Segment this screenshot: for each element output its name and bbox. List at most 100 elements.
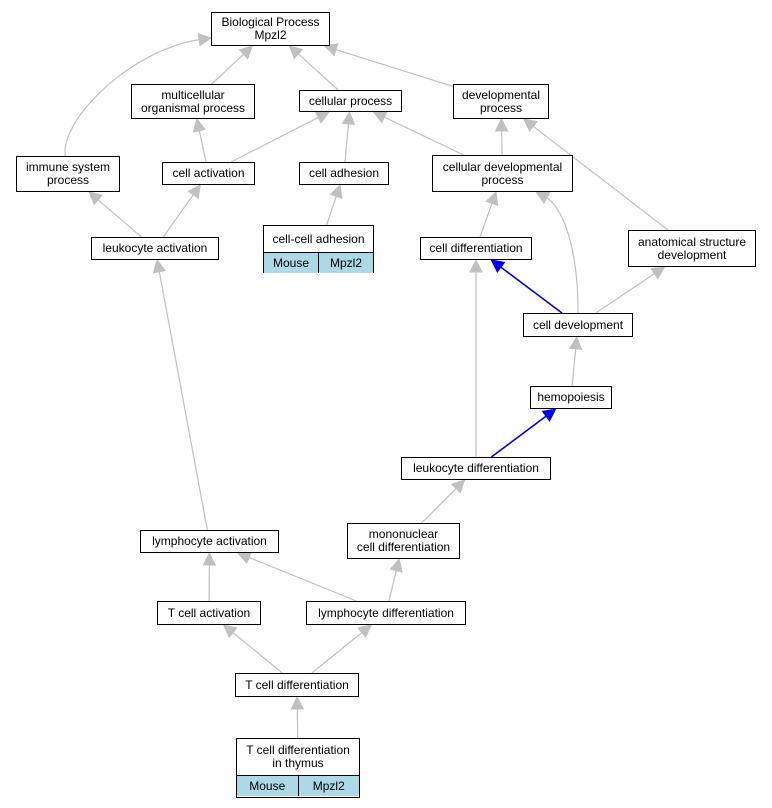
edge-immune-to-bp <box>64 38 201 157</box>
arrowhead-hemopoiesis-to-cell_development <box>568 335 583 351</box>
arrowhead-cell_differentiation-to-cellular_dev <box>485 190 499 207</box>
node-cell-development[interactable]: cell development <box>523 313 633 337</box>
arrowhead-t_activation-to-lymphocyte_activation <box>202 551 217 566</box>
gene-cell[interactable]: Mpzl2 <box>297 776 360 796</box>
edge-cellular_dev-to-developmental <box>500 129 503 156</box>
arrowhead-cell_cell_adhesion-to-cell_adhesion <box>329 183 343 200</box>
node-label: leukocyte activation <box>102 241 208 255</box>
node-cell-cell-adhesion[interactable]: cell-cell adhesion Mouse Mpzl2 <box>263 225 374 273</box>
node-leukocyte-activation[interactable]: leukocyte activation <box>91 237 219 260</box>
node-label: cell activation <box>172 166 245 180</box>
arrowhead-t_diff-to-lymphocyte_diff <box>357 624 373 639</box>
edge-cell_activation-to-cellular_process <box>230 116 320 163</box>
arrowhead-t_diff-to-t_activation <box>222 624 238 639</box>
annotation-row: Mouse Mpzl2 <box>237 776 359 796</box>
arrowhead-cell_adhesion-to-cellular_process <box>341 110 356 126</box>
node-label: cell development <box>532 317 624 332</box>
arrowhead-developmental-to-bp <box>323 43 339 57</box>
arrowhead-t_diff_thymus-to-t_diff <box>290 695 305 710</box>
arrowhead-multicellular-to-bp <box>238 45 254 60</box>
arrowhead-cell_development-to-anatomical <box>650 266 666 280</box>
arrowhead-leukocyte_diff-to-hemopoiesis <box>541 408 557 422</box>
node-hemopoiesis[interactable]: hemopoiesis <box>530 386 612 409</box>
edge-t_diff-to-t_activation <box>231 631 283 674</box>
edge-lymphocyte_diff-to-lymphocyte_activation <box>247 556 357 602</box>
arrowhead-immune-to-bp <box>197 33 213 47</box>
edge-lymphocyte_activation-to-leukocyte_activation <box>158 270 208 531</box>
node-lymphocyte-activation[interactable]: lymphocyte activation <box>140 530 279 553</box>
node-label: lymphocyte differentiation <box>318 605 454 620</box>
arrowhead-leukocyte_activation-to-immune <box>88 191 103 206</box>
arrowhead-cell_activation-to-multicellular <box>192 117 207 133</box>
arrowhead-leukocyte_activation-to-cell_activation <box>187 184 201 200</box>
node-label: leukocyte differentiation <box>413 461 539 475</box>
arrowhead-anatomical-to-developmental <box>522 118 538 133</box>
organism-cell[interactable]: Mouse <box>272 255 310 270</box>
node-cell-adhesion[interactable]: cell adhesion <box>299 162 389 185</box>
arrowhead-lymphocyte_diff-to-mononuclear <box>389 557 403 573</box>
arrowhead-cell_activation-to-cellular_process <box>314 111 330 124</box>
edge-leukocyte_activation-to-cell_activation <box>162 193 195 238</box>
edge-t_diff-to-lymphocyte_diff <box>311 631 363 674</box>
edge-cell_adhesion-to-cellular_process <box>344 122 350 163</box>
gene-cell[interactable]: Mpzl2 <box>318 253 373 273</box>
node-label: T cell activation <box>167 605 251 620</box>
edge-lymphocyte_diff-to-mononuclear <box>388 569 398 602</box>
node-leukocyte-differentiation[interactable]: leukocyte differentiation <box>401 457 551 480</box>
edge-cellular_dev-to-cellular_process <box>383 116 464 156</box>
node-t-cell-differentiation[interactable]: T cell differentiation <box>235 673 359 697</box>
node-label: hemopoiesis <box>537 390 605 404</box>
edge-developmental-to-bp <box>334 48 454 87</box>
arrowhead-mononuclear-to-leukocyte_diff <box>450 479 466 494</box>
edge-cellular_process-to-bp <box>297 52 339 91</box>
edge-anatomical-to-developmental <box>532 125 669 231</box>
node-lymphocyte-differentiation[interactable]: lymphocyte differentiation <box>306 601 466 625</box>
edge-cell_differentiation-to-cellular_dev <box>479 202 493 238</box>
arrowhead-cell_development-to-cell_differentiation <box>490 259 506 273</box>
node-cell-differentiation[interactable]: cell differentiation <box>420 237 532 260</box>
node-label: lymphocyte activation <box>152 534 267 548</box>
edge-leukocyte_activation-to-immune <box>96 198 142 238</box>
organism-cell[interactable]: Mouse <box>249 778 286 793</box>
node-label: cell differentiation <box>429 241 523 255</box>
arrowhead-lymphocyte_activation-to-leukocyte_activation <box>152 258 167 274</box>
node-label: T cell differentiation <box>245 677 349 692</box>
node-t-cell-activation[interactable]: T cell activation <box>157 601 261 625</box>
edge-cell_cell_adhesion-to-cell_adhesion <box>326 195 338 226</box>
node-cellular-process[interactable]: cellular process <box>299 90 402 112</box>
edge-cell_development-to-anatomical <box>595 272 656 314</box>
edge-multicellular-to-bp <box>211 53 245 85</box>
arrowhead-cell_development-to-cellular_dev <box>535 191 551 204</box>
node-label: cell adhesion <box>308 166 380 180</box>
node-label: cellular process <box>308 93 393 108</box>
edge-cell_development-to-cellular_dev <box>545 196 579 314</box>
annotation-row: Mouse Mpzl2 <box>264 253 373 273</box>
arrowhead-cellular_dev-to-developmental <box>494 117 509 132</box>
edge-leukocyte_diff-to-hemopoiesis <box>490 414 548 458</box>
arrowhead-lymphocyte_diff-to-lymphocyte_activation <box>236 551 253 565</box>
arrowhead-cellular_process-to-bp <box>288 45 304 60</box>
edge-mononuclear-to-leukocyte_diff <box>421 487 458 524</box>
edge-cell_activation-to-multicellular <box>198 129 207 163</box>
node-cell-activation[interactable]: cell activation <box>162 162 255 185</box>
arrowhead-leukocyte_diff-to-cell_differentiation <box>469 258 483 273</box>
edge-hemopoiesis-to-cell_development <box>571 347 577 387</box>
node-label: cell-cell adhesion <box>264 226 373 253</box>
